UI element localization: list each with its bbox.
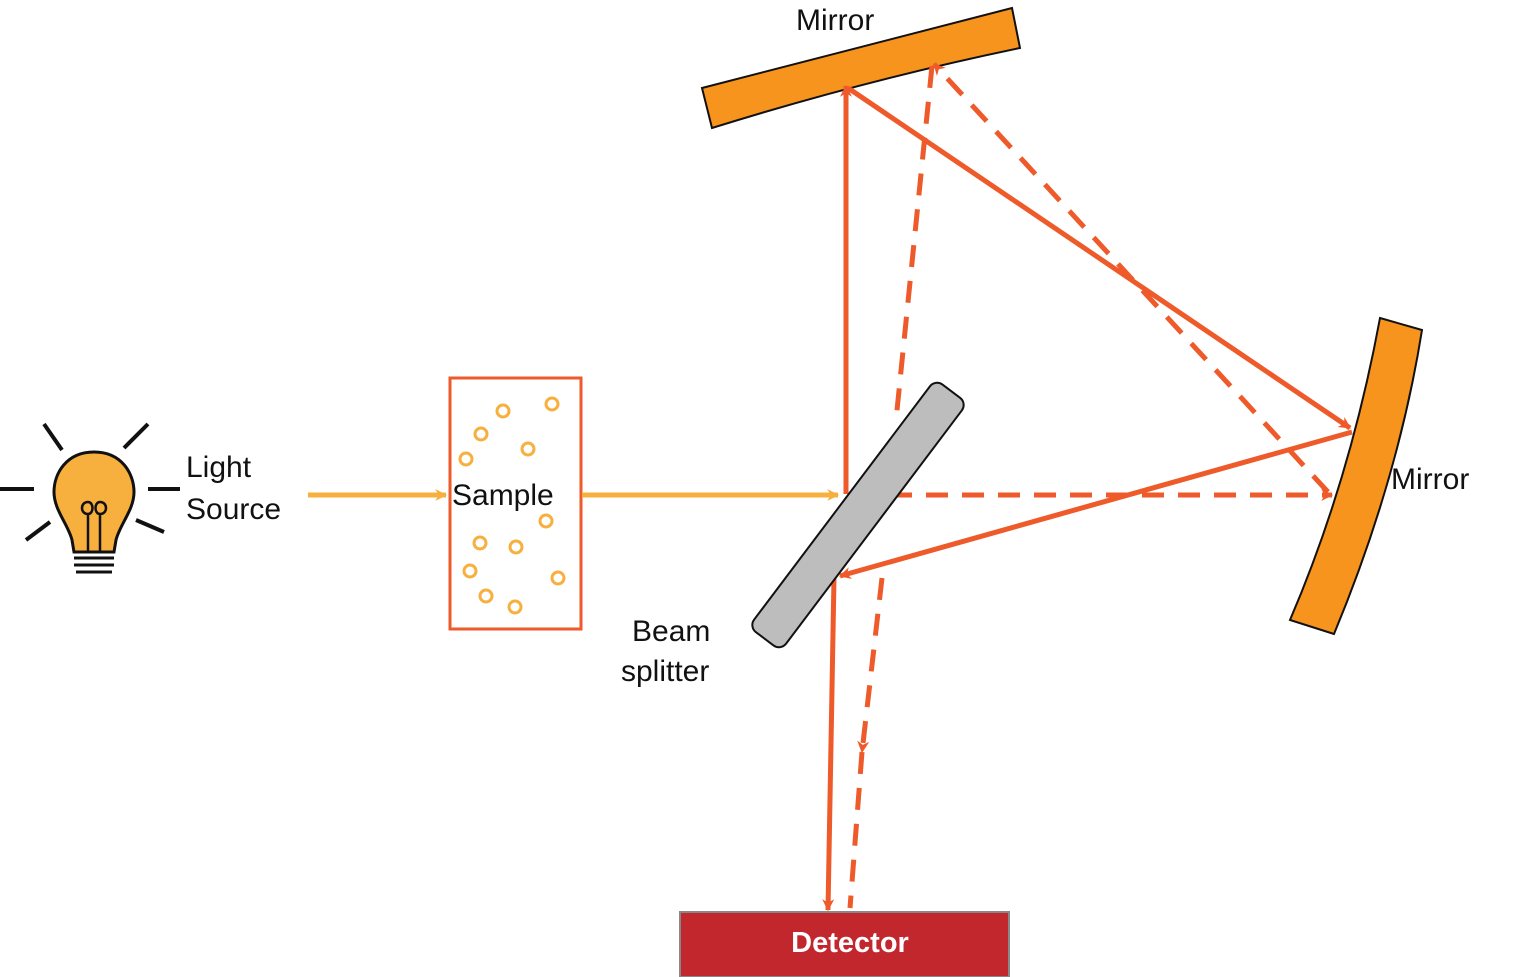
solid-beam-path — [822, 84, 1353, 912]
beam-splitter-label: Beam — [632, 615, 710, 648]
mirror-top-label: Mirror — [796, 4, 874, 37]
sample-particles — [458, 396, 566, 615]
sample-cell — [448, 376, 583, 631]
beam-splitter — [751, 381, 965, 649]
light-bulb-icon — [0, 422, 180, 574]
light-source-label-2: Source — [186, 493, 281, 526]
mirror-right — [1288, 316, 1424, 636]
dashed-beam-path — [847, 62, 1334, 909]
sample-label: Sample — [452, 479, 554, 512]
mirror-top — [700, 6, 1022, 130]
mirror-right-label: Mirror — [1391, 463, 1469, 496]
detector-label: Detector — [791, 927, 909, 959]
beam-splitter-label-2: splitter — [621, 655, 709, 688]
light-source-label: Light — [186, 451, 252, 484]
detector — [679, 911, 1010, 977]
